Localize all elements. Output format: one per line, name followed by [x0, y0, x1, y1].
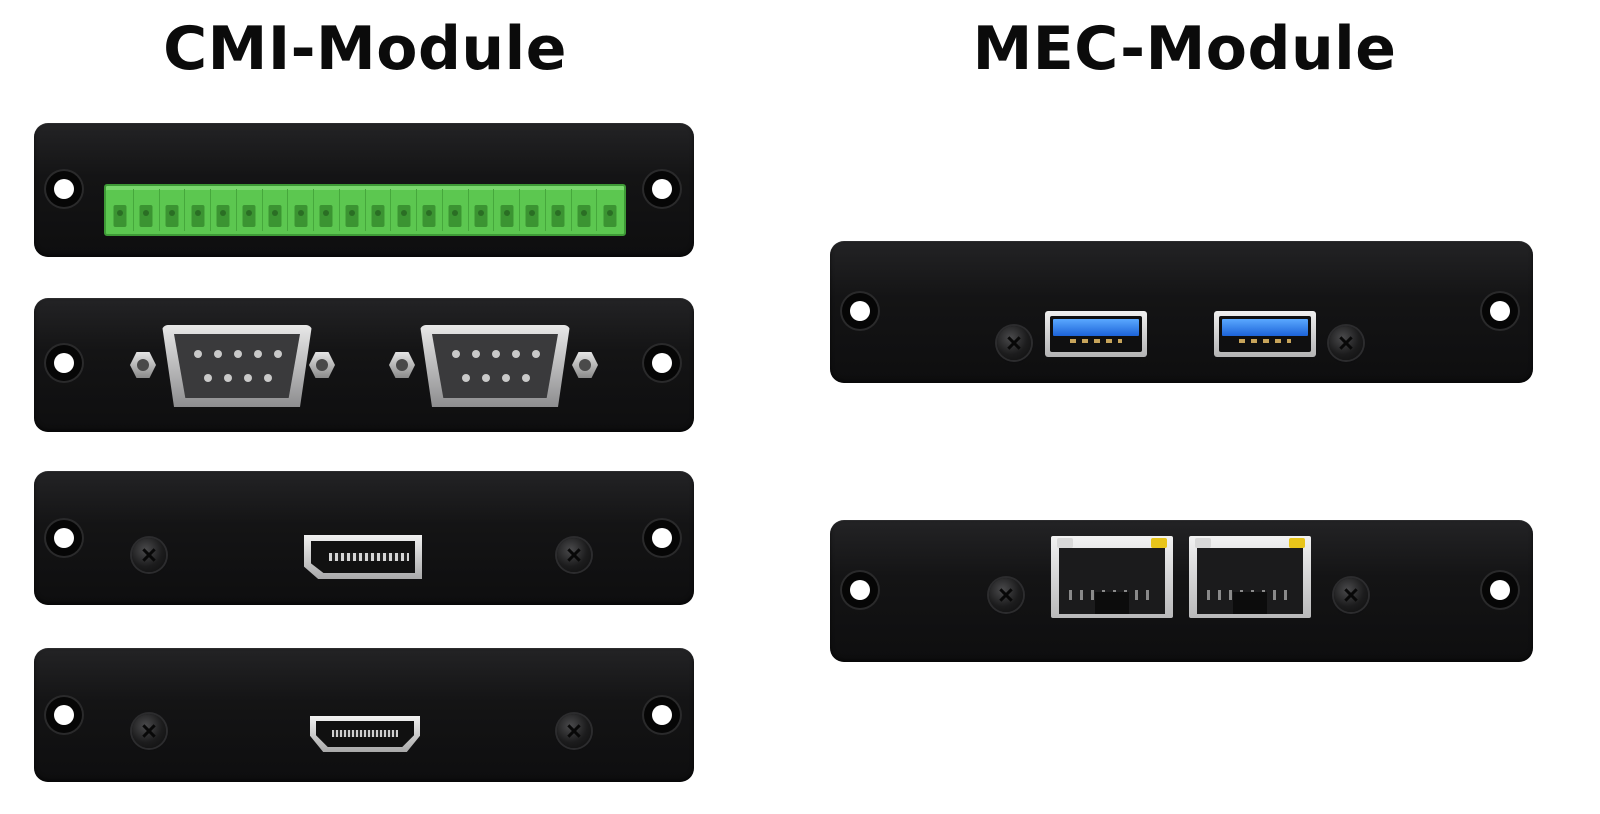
hdmi-panel: [34, 648, 694, 782]
mounting-hole-icon: [46, 520, 82, 556]
activity-led-icon: [1151, 538, 1167, 548]
screw-icon: [557, 538, 591, 572]
mounting-hole-icon: [644, 697, 680, 733]
screw-icon: [132, 714, 166, 748]
terminal-pin: [108, 189, 134, 231]
screw-icon: [989, 578, 1023, 612]
usb3-port-icon: [1045, 311, 1147, 357]
activity-led-icon: [1289, 538, 1305, 548]
mounting-hole-icon: [46, 345, 82, 381]
mounting-hole-icon: [46, 171, 82, 207]
terminal-pin: [263, 189, 289, 231]
terminal-pin: [520, 189, 546, 231]
terminal-pin: [597, 189, 622, 231]
mounting-hole-icon: [842, 572, 878, 608]
mounting-hole-icon: [644, 520, 680, 556]
db9-serial-port-icon: [420, 325, 570, 407]
terminal-pin: [160, 189, 186, 231]
cmi-module-title: CMI-Module: [163, 14, 567, 84]
dual-lan-panel: [830, 520, 1533, 662]
terminal-pin: [469, 189, 495, 231]
hdmi-port-icon: [310, 716, 420, 752]
terminal-pin: [494, 189, 520, 231]
terminal-pin: [134, 189, 160, 231]
mounting-hole-icon: [1482, 293, 1518, 329]
terminal-pin: [340, 189, 366, 231]
terminal-pin: [366, 189, 392, 231]
terminal-pin: [572, 189, 598, 231]
terminal-pin: [237, 189, 263, 231]
terminal-pin: [443, 189, 469, 231]
dual-usb-panel: [830, 241, 1533, 383]
screw-icon: [997, 326, 1031, 360]
hex-standoff-icon: [130, 352, 156, 378]
screw-icon: [557, 714, 591, 748]
terminal-pin: [391, 189, 417, 231]
green-terminal-block-icon: [104, 184, 626, 236]
terminal-pin: [417, 189, 443, 231]
terminal-pin: [185, 189, 211, 231]
mounting-hole-icon: [644, 345, 680, 381]
hex-standoff-icon: [389, 352, 415, 378]
screw-icon: [1334, 578, 1368, 612]
db9-serial-port-icon: [162, 325, 312, 407]
mounting-hole-icon: [644, 171, 680, 207]
screw-icon: [132, 538, 166, 572]
hex-standoff-icon: [309, 352, 335, 378]
mounting-hole-icon: [842, 293, 878, 329]
terminal-pin: [314, 189, 340, 231]
screw-icon: [1329, 326, 1363, 360]
link-led-icon: [1195, 538, 1211, 548]
mounting-hole-icon: [46, 697, 82, 733]
terminal-pin: [211, 189, 237, 231]
link-led-icon: [1057, 538, 1073, 548]
rj45-port-icon: [1189, 536, 1311, 618]
terminal-pin: [546, 189, 572, 231]
rj45-port-icon: [1051, 536, 1173, 618]
mounting-hole-icon: [1482, 572, 1518, 608]
usb3-port-icon: [1214, 311, 1316, 357]
terminal-pin: [288, 189, 314, 231]
displayport-icon: [304, 535, 422, 579]
mec-module-title: MEC-Module: [972, 14, 1397, 84]
